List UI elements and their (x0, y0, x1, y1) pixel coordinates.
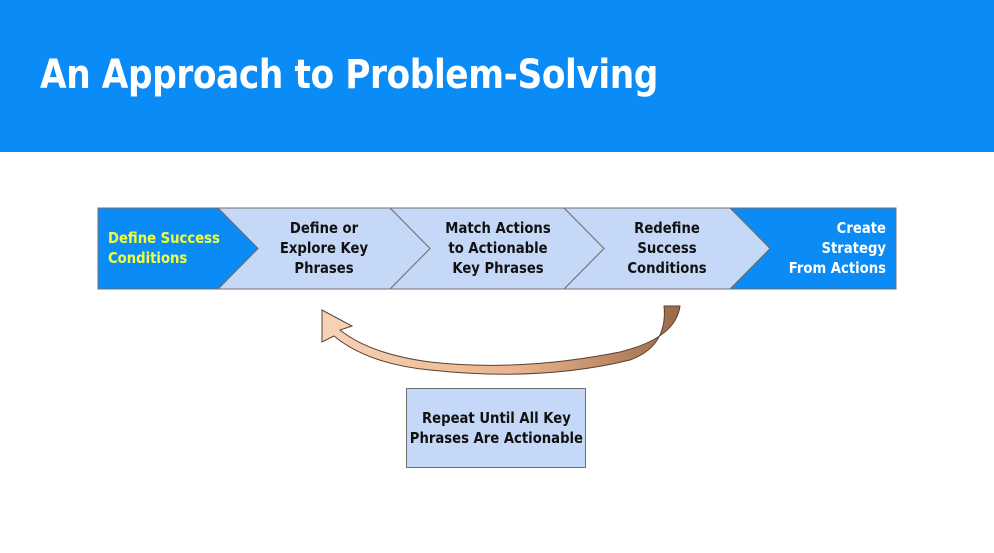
repeat-box: Repeat Until All Key Phrases Are Actiona… (406, 388, 586, 468)
step-1-shape (97, 207, 259, 290)
step-1-label: Define Success Conditions (108, 229, 220, 267)
step-4-label: Redefine Success Conditions (627, 219, 707, 277)
title-bar: An Approach to Problem-Solving (0, 0, 994, 152)
step-3-label: Match Actions to Actionable Key Phrases (445, 219, 551, 277)
repeat-label: Repeat Until All Key Phrases Are Actiona… (409, 409, 583, 447)
step-2-label: Define or Explore Key Phrases (279, 219, 369, 277)
step-5-label: Create Strategy From Actions (788, 219, 886, 277)
slide-title: An Approach to Problem-Solving (40, 52, 658, 98)
loop-back-arrow (321, 305, 681, 375)
